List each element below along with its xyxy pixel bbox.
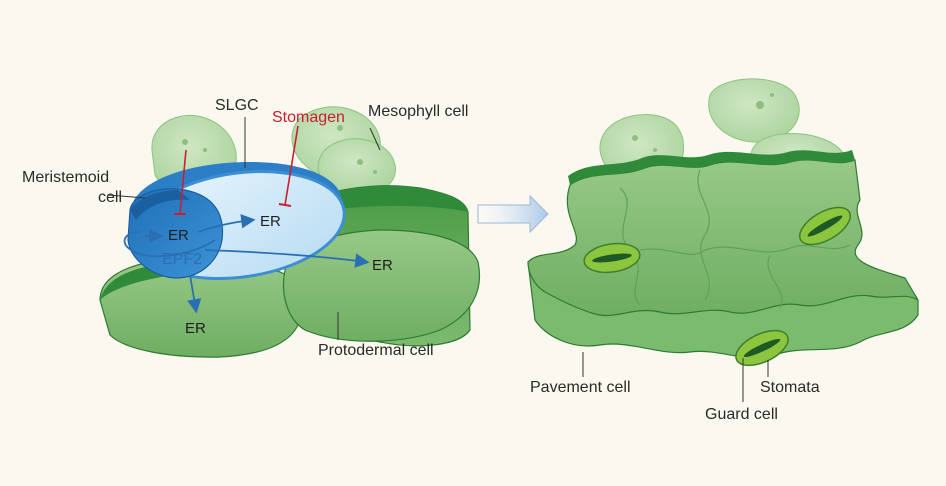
label-er-protodermal-right: ER (372, 257, 393, 274)
label-er-meristemoid: ER (168, 227, 189, 244)
label-epf2: EPF2 (162, 251, 202, 268)
leader-lines-right (582, 352, 769, 402)
arrow-to-er-protodermal-left (187, 274, 202, 314)
epf2-signal-arrows (123, 214, 370, 314)
stoma-2 (799, 206, 851, 246)
mesophyll-cells-left (151, 106, 396, 196)
arrow-to-er-slgc (197, 214, 256, 233)
leader-lines-left (107, 117, 381, 340)
mesophyll-cell-r2 (708, 78, 800, 143)
pavement-cells-top (527, 159, 919, 317)
epidermis-slab (527, 150, 919, 367)
stoma-1 (583, 242, 641, 274)
left-panel: SLGC Stomagen Mesophyll cell Meristemoid… (22, 97, 481, 359)
label-stomagen: Stomagen (272, 109, 345, 126)
epf2-loop-arrow (123, 231, 216, 258)
label-meristemoid: Meristemoid (22, 169, 109, 186)
label-meristemoid-cell: cell (98, 189, 122, 206)
label-stomata: Stomata (760, 379, 820, 396)
label-mesophyll-cell: Mesophyll cell (368, 103, 468, 120)
arrow-to-er-protodermal-right (204, 249, 370, 268)
stomata-group (583, 206, 851, 367)
right-arrow-icon (477, 194, 549, 234)
label-pavement-cell: Pavement cell (530, 379, 631, 396)
label-er-protodermal-left: ER (185, 320, 206, 337)
pavement-cell-walls (619, 169, 851, 309)
label-er-slgc: ER (260, 213, 281, 230)
stomatal-pore (592, 253, 632, 263)
label-guard-cell: Guard cell (705, 406, 778, 423)
label-protodermal-cell: Protodermal cell (318, 342, 434, 359)
stomagen-inhibition (174, 125, 299, 215)
right-panel: Pavement cell Stomata Guard cell (527, 78, 919, 423)
label-slgc: SLGC (215, 97, 259, 114)
